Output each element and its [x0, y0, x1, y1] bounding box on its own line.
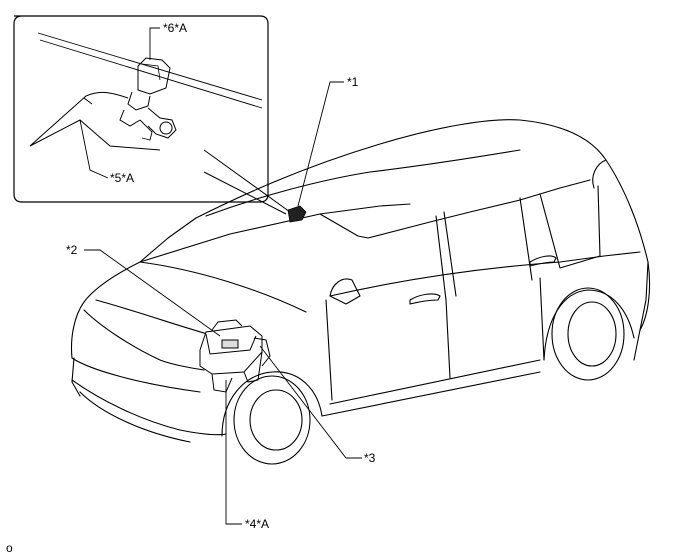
- callout-5a: *5*A: [110, 171, 134, 185]
- figure-code: o: [6, 541, 13, 555]
- inset-frame: [13, 15, 269, 203]
- engine-components: [199, 319, 271, 393]
- callout-4a: *4*A: [245, 517, 269, 531]
- callout-3: *3: [364, 451, 376, 465]
- vehicle-outline: [70, 119, 651, 465]
- callout-leaders: [84, 81, 362, 525]
- callout-1: *1: [347, 75, 359, 89]
- callout-6a: *6*A: [163, 21, 187, 35]
- detail-inset: [13, 15, 291, 215]
- callout-2: *2: [66, 243, 78, 257]
